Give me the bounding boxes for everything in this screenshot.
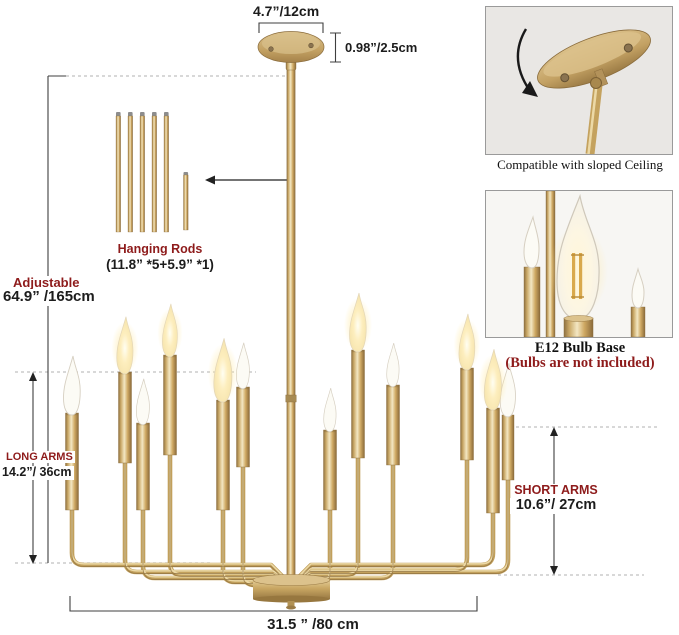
bulb-inset [485, 190, 673, 338]
canopy-screw [268, 46, 274, 52]
filament [572, 253, 576, 299]
long-arms-label: LONG ARMS [4, 451, 75, 464]
bulb-caption-line2: (Bulbs are not included) [505, 355, 655, 371]
ceiling-canopy [257, 31, 325, 63]
hanging-rods-title: Hanging Rods [117, 242, 203, 256]
long-arms-value: 14.2”/ 36cm [0, 465, 74, 480]
tilted-canopy [537, 29, 651, 89]
bottom-width-label: 31.5 ” /80 cm [267, 616, 359, 633]
hanging-rods-detail: (11.8” *5+5.9” *1) [106, 257, 214, 272]
adjustable-label: Adjustable [11, 275, 82, 291]
measurement-lines [32, 22, 555, 612]
short-arms-value: 10.6”/ 27cm [510, 497, 602, 514]
adjustable-value: 64.9” /165cm [1, 288, 97, 306]
canopy-width-label: 4.7”/12cm [253, 3, 320, 19]
canopy-height-bracket [330, 32, 341, 63]
adjustable-height-line [47, 75, 66, 563]
sloped-ceiling-inset [485, 6, 673, 155]
sloped-canopy-illustration [516, 28, 651, 154]
center-hub [252, 574, 331, 610]
bulb-closeup-illustration [523, 191, 646, 337]
short-rod-pointer-arrow [205, 175, 288, 185]
filament [579, 253, 583, 299]
short-arms-label: SHORT ARMS [512, 483, 600, 498]
bottom-width-bracket [69, 596, 478, 612]
candles [64, 293, 516, 514]
swivel-joint [590, 77, 602, 89]
arrowheads [29, 372, 558, 575]
canopy-width-bracket [258, 22, 324, 33]
e12-bulb [548, 193, 608, 337]
sloped-ceiling-caption: Compatible with sloped Ceiling [497, 157, 663, 172]
hanging-rods-illustration [115, 112, 288, 233]
canopy-height-label: 0.98”/2.5cm [345, 40, 418, 55]
center-stem [285, 57, 297, 583]
bulb-caption-line1: E12 Bulb Base [534, 340, 626, 356]
canopy-screw [308, 42, 314, 49]
rotation-arrow-icon [516, 28, 538, 97]
